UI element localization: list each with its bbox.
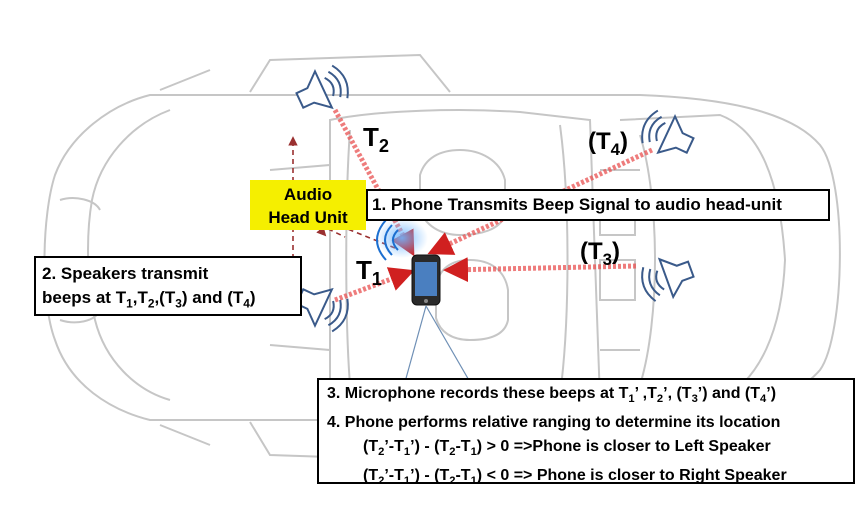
step1-box: 1. Phone Transmits Beep Signal to audio … <box>366 189 830 221</box>
audio-head-unit-line1: Audio <box>283 185 333 204</box>
step2-line2: beeps at T1,T2,(T3) and (T4) <box>42 288 256 311</box>
step2-line1: 2. Speakers transmit <box>42 264 209 283</box>
phone-icon <box>411 254 441 306</box>
callout-lines <box>404 305 471 383</box>
audio-head-unit-label: Audio Head Unit <box>250 180 366 230</box>
step34-box: 3. Microphone records these beeps at T1’… <box>317 378 855 488</box>
arrow-t3 <box>443 257 637 283</box>
step2-box: 2. Speakers transmit beeps at T1,T2,(T3)… <box>34 256 302 316</box>
step4-text: 4. Phone performs relative ranging to de… <box>327 414 781 432</box>
speaker-rear-left <box>641 109 695 155</box>
step1-text: 1. Phone Transmits Beep Signal to audio … <box>372 195 782 214</box>
label-t2: T2 <box>363 122 390 157</box>
phone-waves <box>376 219 399 261</box>
arrow-t1 <box>334 267 415 303</box>
step3-text: 3. Microphone records these beeps at T1’… <box>327 385 777 406</box>
speaker-front-left <box>295 64 349 110</box>
arrow-t2 <box>332 108 415 257</box>
formula-right: (T2’-T1’) - (T2-T1) < 0 => Phone is clos… <box>363 467 787 488</box>
label-t3: (T3) <box>580 238 620 269</box>
speaker-rear-right <box>641 257 695 302</box>
audio-head-unit-line2: Head Unit <box>268 208 348 227</box>
label-t4: (T4) <box>588 128 628 159</box>
label-t1: T1 <box>356 255 383 290</box>
formula-left: (T2’-T1’) - (T2-T1) > 0 =>Phone is close… <box>363 438 771 459</box>
